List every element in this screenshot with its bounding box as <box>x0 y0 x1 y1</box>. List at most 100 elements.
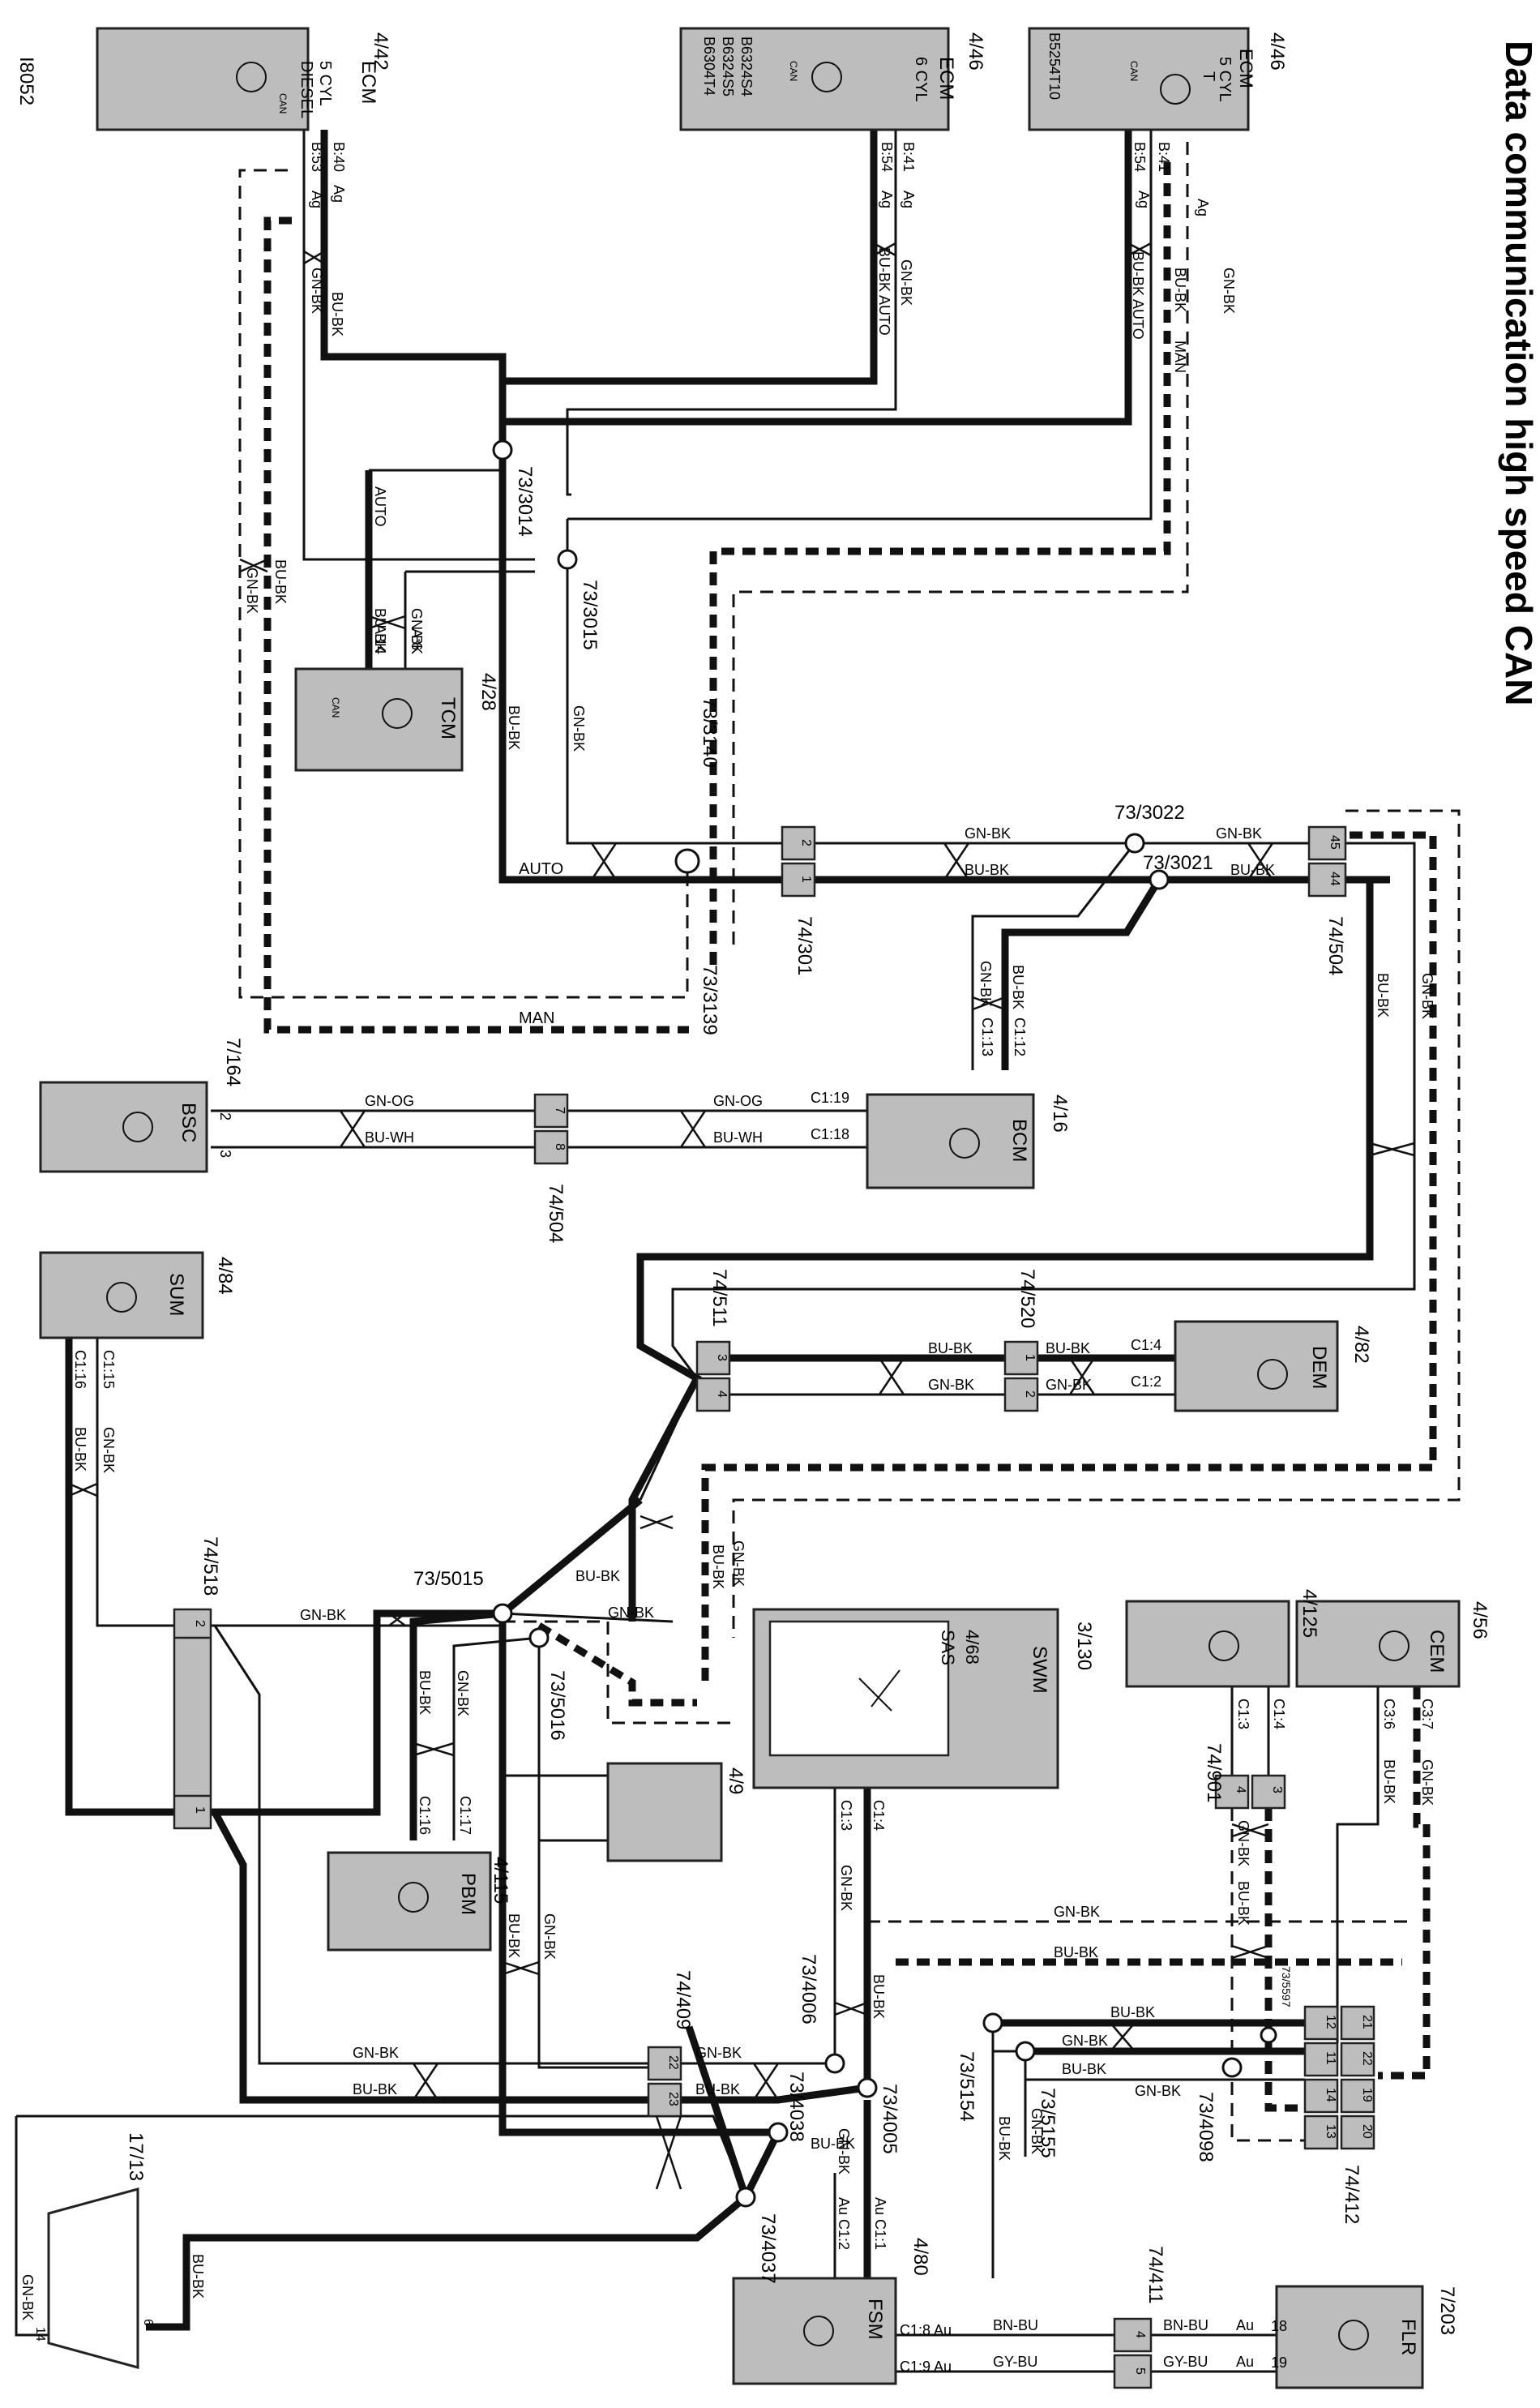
module-ref: 4/28 <box>477 673 499 711</box>
wire-color-label: BU-BK <box>353 2081 397 2097</box>
pin-label: A:14 <box>372 624 388 654</box>
connector-ref: 74/504 <box>1324 916 1346 975</box>
page-title: Data communication high speed CAN <box>1498 41 1540 705</box>
pin-label: 19 <box>1271 2354 1287 2371</box>
can-label: CAN <box>1128 61 1140 81</box>
connector-pin: 1 <box>799 876 813 883</box>
pin-label: 2 <box>217 1112 233 1120</box>
wire-color-label: GN-BK <box>300 1607 346 1623</box>
module-name: ECM <box>1236 49 1256 88</box>
wire-color-label: GN-BK <box>695 2045 742 2061</box>
wire-color-label: BU-BK <box>928 1340 973 1356</box>
wire-4-9 <box>503 1774 608 1842</box>
wire-color-label: BU-BK <box>871 1974 887 2019</box>
splice-label: 73/5154 <box>956 2051 977 2122</box>
pin-label: C3:7 <box>1419 1699 1435 1729</box>
splice-label: 73/4037 <box>757 2213 779 2284</box>
splice-icon <box>1221 2057 1243 2078</box>
splice-icon <box>1015 2041 1036 2062</box>
splice-icon <box>824 2053 845 2074</box>
twisted-pair-icon <box>502 1960 540 1976</box>
connector-ref: 74/511 <box>708 1269 730 1327</box>
wire-color-label: GN-OG <box>365 1093 414 1109</box>
twisted-pair-icon <box>590 842 618 881</box>
wire-901-dashed <box>1230 1808 1305 2142</box>
wire-pbm-gnbk <box>452 1636 540 1840</box>
wire-ecm6-gnbk <box>566 130 897 496</box>
connector-74-518: 2 1 74/518 <box>173 1536 221 1830</box>
twisted-pair-icon <box>679 1110 707 1148</box>
pin-label: A:6 <box>409 628 425 650</box>
connector-74-301: 2 1 74/301 <box>781 825 816 975</box>
wire-color-label: BU-BK <box>1046 1340 1090 1356</box>
connector-pin: 19 <box>1360 2088 1374 2102</box>
can-transceiver-icon <box>1338 2320 1369 2350</box>
wire-dlc-gnbk-top <box>16 2114 747 2198</box>
connector-pin: 44 <box>1328 872 1341 886</box>
pin-label: C1:16 <box>72 1350 88 1389</box>
pin-label: 6 <box>141 2319 155 2326</box>
pin-label: Au C1:2 <box>836 2197 852 2250</box>
connector-ref: 74/901 <box>1203 1743 1225 1802</box>
wire-color-label: Au <box>1236 2317 1254 2333</box>
wire-color-label: BU-BK <box>190 2254 206 2299</box>
module-name: FSM <box>864 2299 886 2340</box>
twisted-pair-icon <box>1369 1142 1415 1157</box>
twisted-pair-icon <box>655 2115 682 2190</box>
twisted-pair-icon <box>388 1613 406 1626</box>
splice-label: 73/4098 <box>1195 2092 1217 2162</box>
can-transceiver-icon <box>949 1128 980 1159</box>
wire-color-label: BU-BK AUTO <box>876 247 892 336</box>
wire-color-label: BU-BK <box>1010 965 1026 1009</box>
wire-color-label: BU-BK <box>272 559 289 604</box>
connector-pin: 4 <box>1234 1786 1247 1793</box>
pin-label: C1:13 <box>979 1018 995 1056</box>
pin-label: B:54 <box>1131 142 1148 172</box>
connector-74-511: 3 4 74/511 <box>695 1269 731 1412</box>
splice-label: 73/4006 <box>798 1954 819 2025</box>
splice-label: 73/3140 <box>699 697 721 768</box>
connector-pin: 23 <box>666 2092 680 2106</box>
wire-4-125 <box>1230 1686 1270 1792</box>
wire-5015-bubk <box>502 1612 674 1623</box>
wire-color-label: AUTO <box>372 486 388 527</box>
twisted-pair-icon <box>1231 1823 1269 1838</box>
module-ref: 4/82 <box>1350 1326 1372 1364</box>
pin-label: C1:3 <box>1235 1699 1251 1729</box>
module-ref: 4/84 <box>214 1257 236 1295</box>
module-ref: 4/80 <box>909 2238 931 2276</box>
pin-label: C1:3 <box>838 1800 854 1831</box>
wire-color-label: GN-BK <box>1135 2083 1181 2099</box>
wire-5016-gnbk <box>537 1638 648 2069</box>
wire-color-label: Ag <box>900 191 917 208</box>
wire-ecm6-bubk <box>503 130 878 385</box>
wire-color-label: BU-BK <box>1172 268 1188 312</box>
module-bcm: 4/16 BCM C1:19 C1:18 C1:13 C1:12 <box>811 1018 1071 1189</box>
pin-label: C1:12 <box>1012 1018 1028 1056</box>
splice-label: 73/5015 <box>413 1568 484 1590</box>
module-ref: 4/42 <box>370 32 391 71</box>
module-ref: 4/125 <box>1298 1589 1320 1638</box>
wire-5015-link <box>500 1497 643 1617</box>
wire-bcm-bubk <box>1001 877 1162 1070</box>
wire-color-label: BU-BK <box>575 1568 620 1584</box>
wire-color-label: BU-BK <box>710 1545 726 1589</box>
module-name: SUM <box>165 1273 187 1316</box>
wire-labels: BU-BK GN-BK Ag Ag BU-BK AUTO GN-BK Ag Ag… <box>19 185 1435 2370</box>
wire-901-dashed-thick <box>1264 1808 1305 2112</box>
connector-ref: 74/518 <box>199 1536 221 1596</box>
wire-color-label: GN-BK <box>965 825 1011 842</box>
connector-pin: 8 <box>553 1143 567 1150</box>
module-ref: 17/13 <box>125 2132 147 2181</box>
splice-icon <box>857 2077 878 2098</box>
wire-409-bubk <box>681 1784 871 2104</box>
module-ecm-5cyl-t: 4/46 ECM 5 CYL T B5254T10 B:41 B:54 CAN <box>1028 27 1288 172</box>
module-ref: 4/115 <box>490 1857 511 1904</box>
wire-color-label: GN-BK <box>571 705 587 752</box>
connector-pin: 2 <box>193 1620 207 1627</box>
splice-icon <box>1149 869 1170 890</box>
wire-color-label: Au <box>1236 2354 1254 2370</box>
connector-pin: 4 <box>1133 2331 1147 2338</box>
splices: 73/3014 73/3015 73/3140 73/3139 73/3022 … <box>413 439 1293 2284</box>
